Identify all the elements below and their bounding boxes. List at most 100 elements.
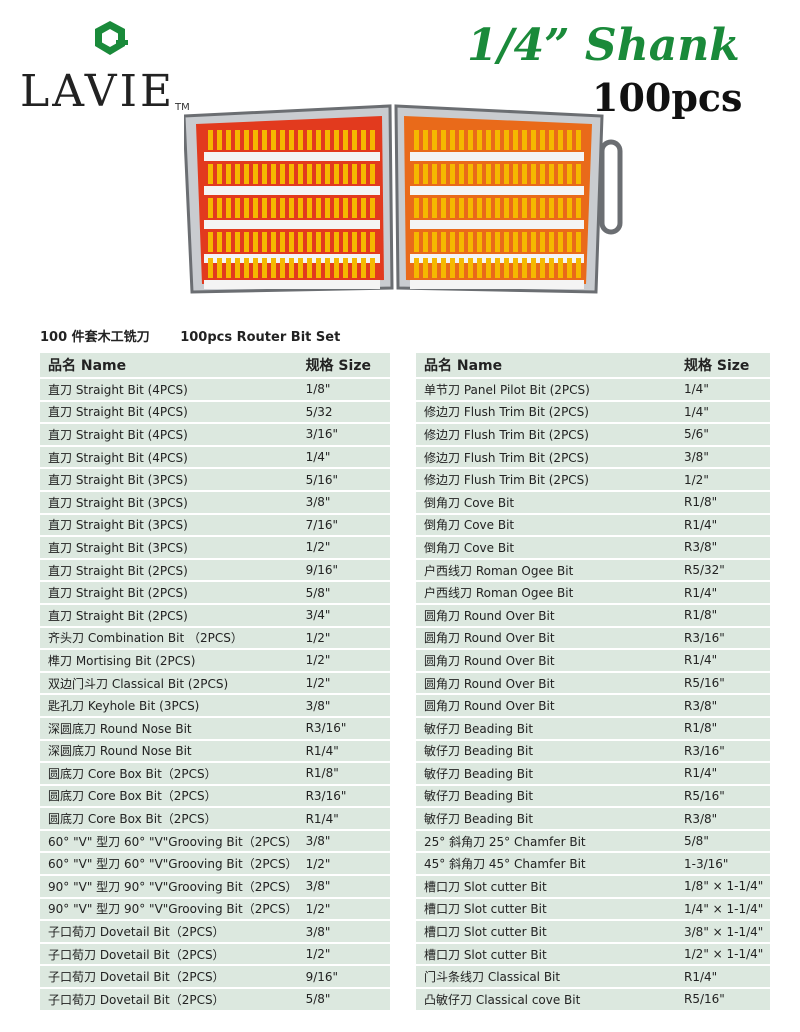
label-strip [204,152,380,161]
bit-name-cell: 修边刀 Flush Trim Bit (2PCS) [416,424,676,445]
router-bit-shape [370,164,375,184]
router-bit-shape [432,164,437,184]
bit-size-cell: 3/8" × 1-1/4" [676,921,770,942]
table-row: 直刀 Straight Bit (2PCS)3/4" [40,604,390,626]
router-bit-shape [540,232,545,252]
router-bit-shape [468,130,473,150]
table-row: 圆底刀 Core Box Bit（2PCS）R3/16" [40,785,390,807]
router-bit-shape [343,232,348,252]
router-bit-shape [244,258,249,278]
router-bit-shape [522,164,527,184]
router-bit-shape [450,258,455,278]
bit-size-cell: 3/8" [297,876,390,897]
router-bit-shape [459,198,464,218]
router-bit-shape [459,130,464,150]
bit-size-cell: 1/8" × 1-1/4" [676,876,770,897]
router-bit-shape [576,232,581,252]
router-bit-shape [423,232,428,252]
bit-name-cell: 子口荀刀 Dovetail Bit（2PCS） [40,966,298,988]
bit-size-cell: R1/8" [676,717,770,739]
bit-name-cell: 凸敏仔刀 Classical cove Bit [416,989,676,1010]
router-bit-shape [576,198,581,218]
bit-size-cell: R1/4" [676,514,770,536]
router-bit-shape [540,164,545,184]
router-bit-shape [549,164,554,184]
router-bit-shape [513,130,518,150]
router-bit-shape [495,232,500,252]
router-bit-shape [289,258,294,278]
router-bit-shape [343,258,348,278]
router-bit-shape [558,198,563,218]
bit-name-cell: 户西线刀 Roman Ogee Bit [416,559,676,581]
router-bit-shape [253,198,258,218]
router-bit-shape [531,198,536,218]
router-bit-shape [477,232,482,252]
bit-size-cell: R3/16" [297,717,390,739]
bit-size-cell: 1/2" × 1-1/4" [676,943,770,965]
table-row: 子口荀刀 Dovetail Bit（2PCS）9/16" [40,966,390,988]
bit-size-cell: 5/32 [297,401,390,423]
router-bit-shape [361,232,366,252]
bit-size-cell: 3/16" [297,424,390,445]
router-bit-shape [504,164,509,184]
router-bit-shape [298,130,303,150]
router-bit-shape [450,164,455,184]
router-bit-shape [271,130,276,150]
hexagon-logo-icon [95,21,128,55]
router-bit-shape [468,258,473,278]
bit-size-cell: 1/2" [297,627,390,649]
bit-name-cell: 匙孔刀 Keyhole Bit (3PCS) [40,695,298,716]
router-bit-shape [244,164,249,184]
router-bit-shape [370,130,375,150]
router-bit-shape [504,232,509,252]
bit-name-cell: 敏仔刀 Beading Bit [416,808,676,829]
bit-name-cell: 直刀 Straight Bit (3PCS) [40,491,298,513]
bit-size-cell: 1/2" [297,943,390,965]
router-bit-shape [486,232,491,252]
bit-name-cell: 90° "V" 型刀 90° "V"Grooving Bit（2PCS） [40,898,298,920]
router-bit-shape [325,130,330,150]
router-bit-shape [549,130,554,150]
router-bit-shape [361,130,366,150]
bit-name-cell: 直刀 Straight Bit (4PCS) [40,446,298,468]
label-strip [204,220,380,229]
router-bit-shape [549,198,554,218]
table-header-row: 品名 Name 规格 Size [416,353,770,377]
router-bit-shape [307,198,312,218]
table-row: 修边刀 Flush Trim Bit (2PCS)3/8" [416,446,770,468]
router-bit-shape [289,198,294,218]
router-bit-shape [423,198,428,218]
table-row: 直刀 Straight Bit (2PCS)9/16" [40,559,390,581]
router-bit-shape [495,164,500,184]
bit-name-cell: 子口荀刀 Dovetail Bit（2PCS） [40,989,298,1010]
bit-name-cell: 敏仔刀 Beading Bit [416,717,676,739]
router-bit-shape [280,198,285,218]
table-row: 圆底刀 Core Box Bit（2PCS）R1/8" [40,763,390,784]
router-bit-shape [208,258,213,278]
router-bit-shape [307,164,312,184]
table-row: 子口荀刀 Dovetail Bit（2PCS）3/8" [40,921,390,942]
bit-size-cell: 3/8" [297,491,390,513]
router-bit-shape [253,232,258,252]
router-bit-shape [253,258,258,278]
router-bit-shape [549,232,554,252]
bit-size-cell: 5/16" [297,469,390,490]
bit-name-cell: 单节刀 Panel Pilot Bit (2PCS) [416,379,676,400]
bit-name-cell: 圆底刀 Core Box Bit（2PCS） [40,808,298,829]
router-bit-shape [576,164,581,184]
router-bit-shape [567,198,572,218]
table-row: 直刀 Straight Bit (4PCS)1/4" [40,446,390,468]
bit-name-cell: 圆角刀 Round Over Bit [416,695,676,716]
set-title-cn: 100 件套木工铣刀 [40,330,150,345]
router-bit-shape [414,164,419,184]
router-bit-shape [307,232,312,252]
bit-name-cell: 修边刀 Flush Trim Bit (2PCS) [416,469,676,490]
label-strip [410,280,584,289]
router-bit-shape [235,130,240,150]
router-bit-shape [226,130,231,150]
